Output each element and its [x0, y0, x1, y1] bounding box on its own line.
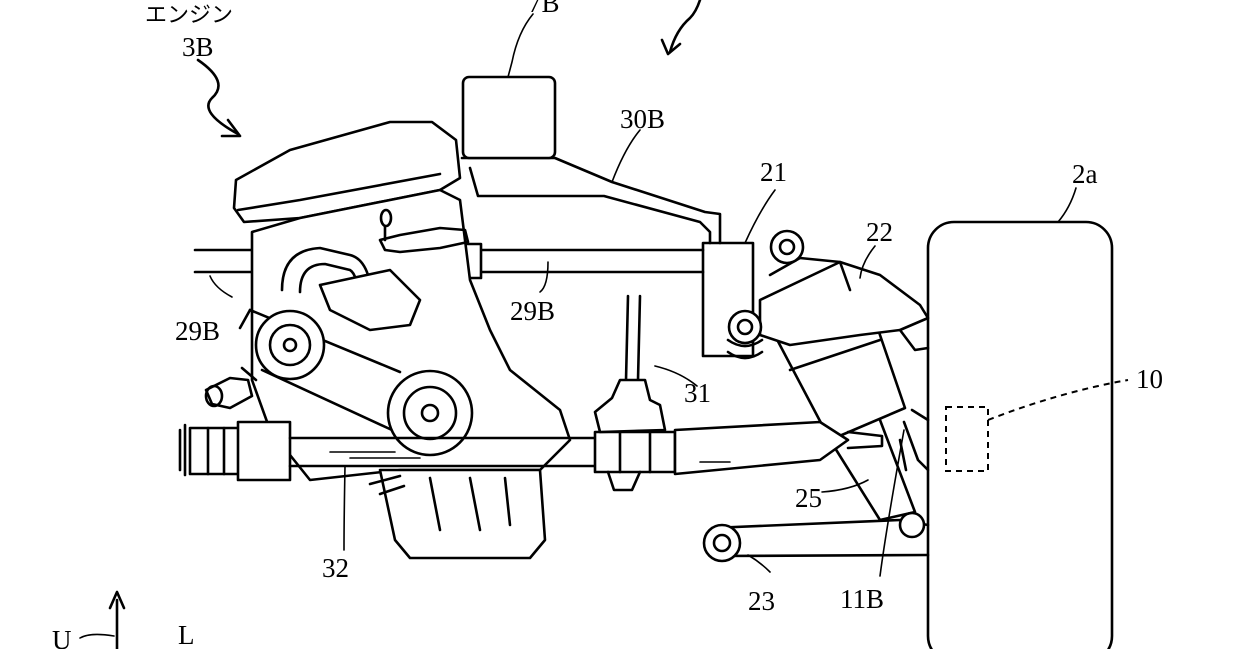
duct-30b — [460, 156, 722, 245]
label-29b-mid: 29B — [510, 296, 555, 326]
label-21: 21 — [760, 157, 787, 187]
label-10: 10 — [1136, 364, 1163, 394]
engine-arrow — [196, 58, 242, 138]
label-23: 23 — [748, 586, 775, 616]
knuckle-11b — [898, 408, 930, 472]
label-u: U — [52, 625, 72, 649]
direction-indicator — [79, 590, 126, 651]
label-30b: 30B — [620, 104, 665, 134]
label-3b: 3B — [182, 32, 214, 62]
label-29b-left: 29B — [175, 316, 220, 346]
vehicle-arrow — [660, 0, 702, 56]
unit-7b — [461, 75, 557, 160]
device-10 — [945, 379, 1129, 472]
label-2a: 2a — [1072, 159, 1098, 189]
pipe-31 — [593, 294, 667, 492]
engine-3b — [204, 120, 572, 560]
label-22: 22 — [866, 217, 893, 247]
label-l: L — [178, 620, 195, 649]
label-25: 25 — [795, 483, 822, 513]
label-32: 32 — [322, 553, 349, 583]
drive-shaft-32 — [178, 420, 884, 496]
label-11b: 11B — [840, 584, 884, 614]
upper-arm-22 — [758, 229, 930, 352]
wheel-2a — [926, 220, 1114, 654]
leader-lines — [209, 13, 1077, 577]
bracket-21 — [701, 241, 764, 360]
label-7b: 7B — [528, 0, 560, 18]
label-31: 31 — [684, 378, 711, 408]
lower-arm-23 — [702, 511, 930, 563]
label-engine-jp: エンジン — [145, 3, 233, 28]
